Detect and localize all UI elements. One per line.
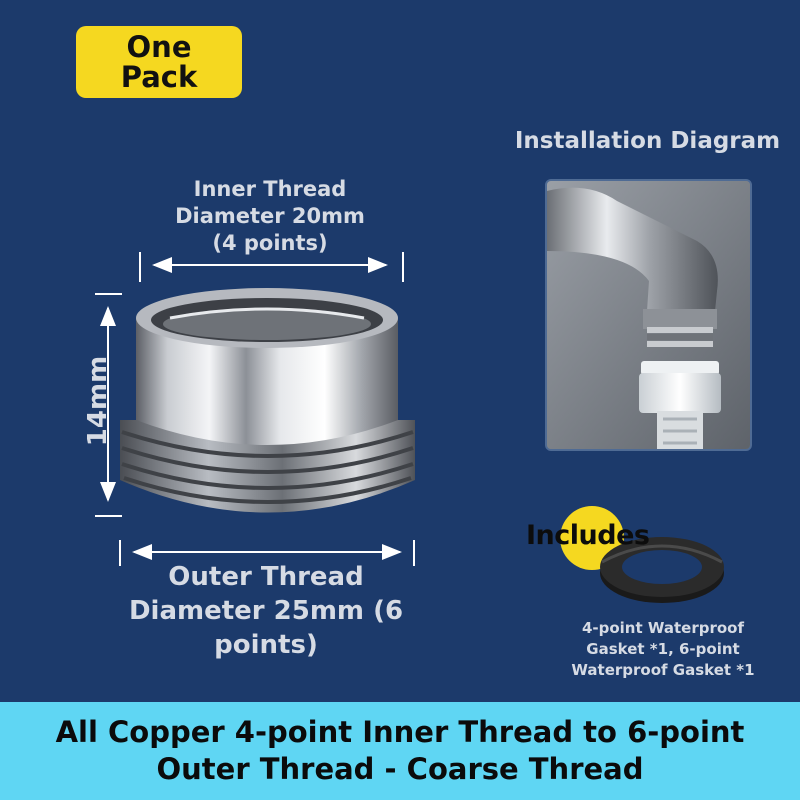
inner-thread-line-2: Diameter 20mm bbox=[175, 204, 365, 228]
outer-thread-line-2: Diameter 25mm (6 bbox=[128, 596, 404, 626]
one-pack-badge: One Pack bbox=[76, 26, 242, 98]
inner-thread-line-1: Inner Thread bbox=[193, 177, 347, 201]
includes-label: Includes bbox=[526, 520, 650, 551]
gasket-description: 4-point Waterproof Gasket *1, 6-point Wa… bbox=[548, 618, 778, 681]
product-title-banner: All Copper 4-point Inner Thread to 6-poi… bbox=[0, 702, 800, 800]
inner-thread-label: Inner Thread Diameter 20mm (4 points) bbox=[150, 176, 390, 257]
adapter-body bbox=[120, 288, 415, 513]
banner-line-2: Outer Thread - Coarse Thread bbox=[156, 752, 644, 786]
faucet-illustration bbox=[547, 181, 750, 449]
outer-thread-label: Outer Thread Diameter 25mm (6 points) bbox=[100, 560, 432, 662]
outer-diameter-dimension bbox=[119, 540, 415, 566]
inner-thread-line-3: (4 points) bbox=[212, 231, 328, 255]
installation-photo bbox=[545, 179, 752, 451]
gasket-line-2: Gasket *1, 6-point bbox=[586, 640, 740, 658]
height-dimension bbox=[95, 293, 122, 517]
badge-line-2: Pack bbox=[120, 60, 198, 94]
gasket-line-3: Waterproof Gasket *1 bbox=[571, 661, 755, 679]
height-label: 14mm bbox=[83, 355, 113, 447]
installation-diagram-title: Installation Diagram bbox=[514, 128, 781, 154]
badge-line-1: One bbox=[126, 30, 192, 64]
outer-thread-line-1: Outer Thread bbox=[168, 562, 364, 592]
gasket-line-1: 4-point Waterproof bbox=[581, 619, 745, 637]
banner-line-1: All Copper 4-point Inner Thread to 6-poi… bbox=[55, 715, 745, 749]
outer-thread-line-3: points) bbox=[214, 630, 318, 660]
inner-diameter-dimension bbox=[139, 252, 404, 282]
